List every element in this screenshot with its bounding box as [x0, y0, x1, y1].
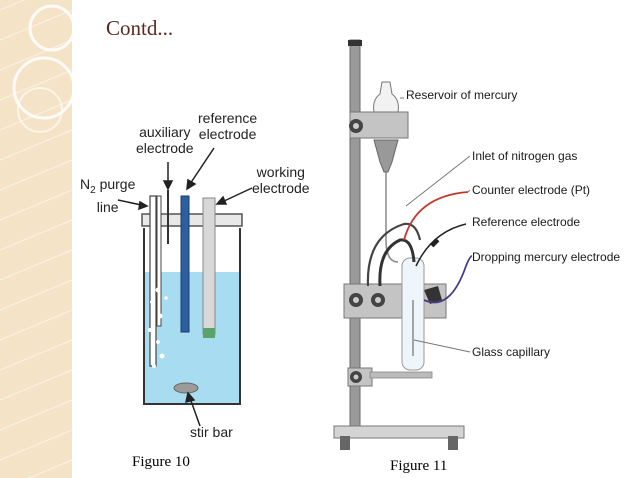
inlet-tube: [378, 238, 416, 287]
caption-figure-11: Figure 11: [390, 458, 448, 474]
reservoir-funnel: [373, 139, 399, 173]
caption-figure-10: Figure 10: [132, 454, 190, 470]
working-electrode-tip: [203, 328, 215, 338]
reference-electrode: [180, 195, 190, 333]
figure-11-diagram: [333, 39, 473, 450]
label-reservoir-of-mercury: Reservoir of mercury: [406, 88, 518, 102]
stir-bar: [173, 382, 199, 394]
figure-10-diagram: [117, 147, 253, 427]
label-glass-capillary: Glass capillary: [472, 345, 551, 359]
label-reference-electrode-fig11: Reference electrode: [472, 215, 581, 229]
label-stir-bar: stir bar: [190, 424, 233, 440]
reference-electrode-wire: [415, 223, 467, 267]
label-n2-purge-line: N2 purge line: [80, 176, 136, 215]
top-clamp: [349, 111, 409, 139]
working-electrode: [202, 197, 216, 335]
counter-electrode-wire: [403, 191, 469, 241]
label-counter-electrode: Counter electrode (Pt): [472, 183, 591, 197]
label-dropping-mercury-electrode: Dropping mercury electrode: [472, 250, 621, 264]
mercury-reservoir: [373, 81, 399, 113]
dropping-electrode-wire: [423, 255, 473, 304]
purge-tube: [149, 195, 157, 367]
label-inlet-of-nitrogen-gas: Inlet of nitrogen gas: [472, 149, 578, 163]
stand-base: [333, 425, 465, 439]
gas-bubbles: [148, 287, 168, 368]
decorative-sidebar: [0, 0, 76, 478]
slide-title: Contd...: [106, 16, 174, 40]
